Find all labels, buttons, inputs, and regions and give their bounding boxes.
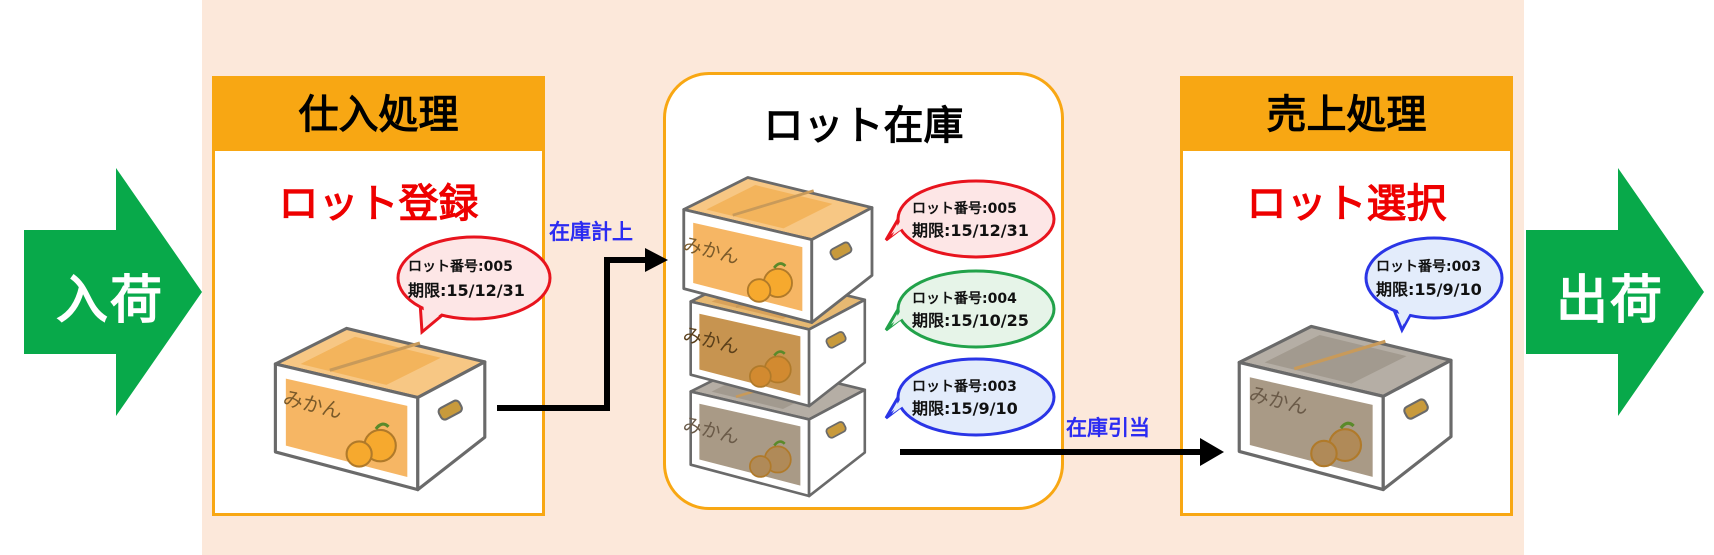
sales-panel-header: 売上処理 xyxy=(1183,79,1510,151)
stock-allocate-label: 在庫引当 xyxy=(1066,416,1150,440)
arrival-arrow xyxy=(24,168,202,416)
bubble-stock-003 xyxy=(884,357,1056,437)
shipment-label: 出荷 xyxy=(1555,271,1664,331)
stock-register-arrow xyxy=(497,248,668,411)
lot-register-title: ロット登録 xyxy=(278,181,479,227)
bubble-sales-line1: ロット番号:003 xyxy=(1376,258,1481,275)
bubble-purchase-line2: 期限:15/12/31 xyxy=(408,281,525,300)
bubble-purchase-line1: ロット番号:005 xyxy=(408,258,513,275)
arrival-label: 入荷 xyxy=(55,271,164,331)
lot-select-title: ロット選択 xyxy=(1246,181,1447,227)
bubble-stock-004-line2: 期限:15/10/25 xyxy=(912,311,1029,330)
bubble-stock-004 xyxy=(884,269,1056,349)
stock-register-label: 在庫計上 xyxy=(549,220,633,244)
shipment-arrow xyxy=(1526,168,1704,416)
bubble-stock-004-line1: ロット番号:004 xyxy=(912,290,1017,307)
bubble-stock-003-line1: ロット番号:003 xyxy=(912,378,1017,395)
stock-allocate-arrow xyxy=(900,438,1224,466)
bubble-stock-005-line2: 期限:15/12/31 xyxy=(912,221,1029,240)
bubble-stock-003-line2: 期限:15/9/10 xyxy=(912,399,1018,418)
bubble-sales-line2: 期限:15/9/10 xyxy=(1376,280,1482,299)
purchase-panel-header: 仕入処理 xyxy=(215,79,542,151)
bubble-sales xyxy=(1364,236,1504,334)
lot-stock-title: ロット在庫 xyxy=(763,103,964,149)
bubble-stock-005 xyxy=(884,179,1056,259)
bubble-stock-005-line1: ロット番号:005 xyxy=(912,200,1017,217)
bubble-purchase xyxy=(396,235,552,336)
